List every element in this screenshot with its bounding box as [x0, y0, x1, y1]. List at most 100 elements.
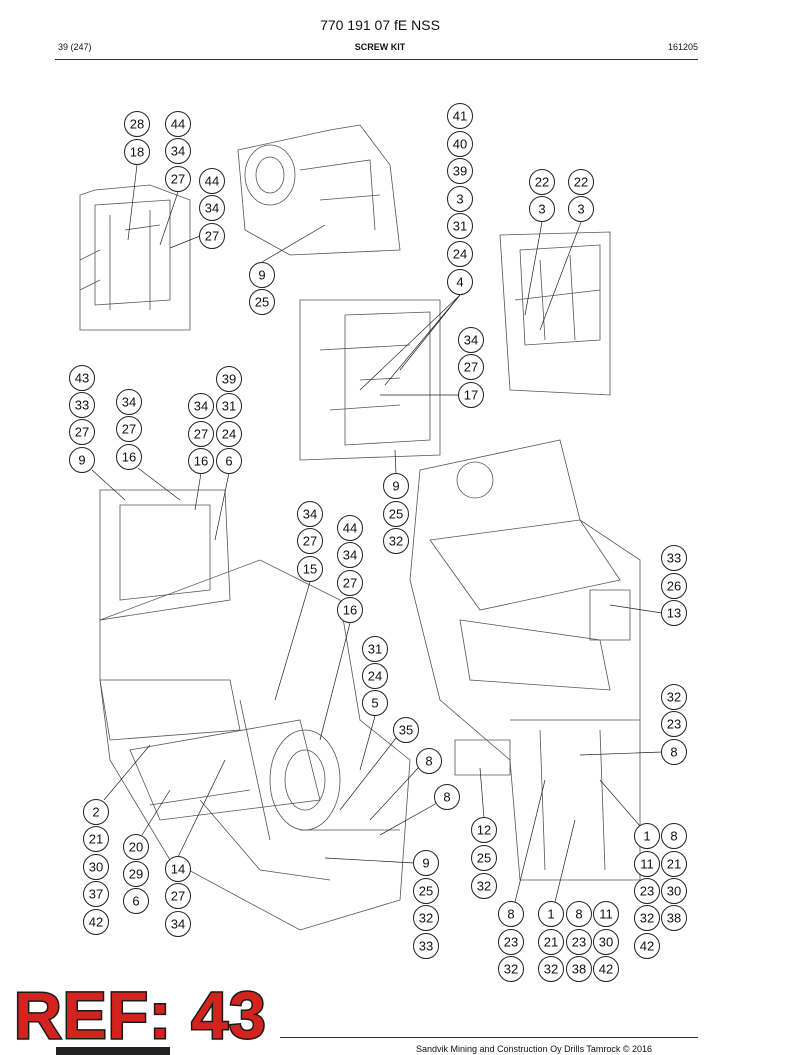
callout-40: 40: [447, 131, 473, 157]
callout-circle: [447, 186, 473, 212]
callout-32: 32: [538, 956, 564, 982]
callout-circle: [413, 850, 439, 876]
callout-label: 27: [464, 360, 478, 375]
callout-circle: [471, 817, 497, 843]
callout-38: 38: [566, 956, 592, 982]
assembly-top-center: [237, 124, 401, 256]
callout-8: 8: [566, 901, 592, 927]
callout-35: 35: [393, 717, 419, 743]
callout-circle: [593, 929, 619, 955]
callout-27: 27: [297, 528, 323, 554]
callout-label: 9: [258, 268, 265, 283]
callout-circle: [458, 327, 484, 353]
callout-label: 34: [171, 917, 185, 932]
callout-32: 32: [471, 873, 497, 899]
callout-label: 34: [122, 395, 136, 410]
callout-circle: [165, 911, 191, 937]
callout-circle: [661, 711, 687, 737]
callout-30: 30: [593, 929, 619, 955]
callout-circle: [69, 419, 95, 445]
callout-8: 8: [661, 739, 687, 765]
document-title: 770 191 07 fE NSS: [320, 17, 440, 33]
callout-label: 3: [577, 202, 584, 217]
callout-3: 3: [447, 186, 473, 212]
assembly-main-left: [99, 489, 411, 931]
callout-42: 42: [634, 933, 660, 959]
callout-circle: [116, 416, 142, 442]
callout-44: 44: [337, 515, 363, 541]
callout-circle: [634, 851, 660, 877]
callout-label: 23: [640, 884, 654, 899]
callout-label: 33: [75, 398, 89, 413]
callout-circle: [216, 366, 242, 392]
callout-label: 4: [456, 275, 463, 290]
callout-circle: [337, 515, 363, 541]
callout-circle: [566, 901, 592, 927]
callout-25: 25: [413, 878, 439, 904]
callout-25: 25: [383, 501, 409, 527]
callout-28: 28: [124, 111, 150, 137]
callout-label: 38: [572, 962, 586, 977]
callout-label: 42: [640, 939, 654, 954]
callout-label: 8: [670, 829, 677, 844]
callout-label: 34: [464, 333, 478, 348]
callout-label: 9: [422, 856, 429, 871]
callout-27: 27: [165, 883, 191, 909]
callout-24: 24: [216, 421, 242, 447]
callout-label: 30: [599, 935, 613, 950]
callout-8: 8: [498, 901, 524, 927]
assembly-mid-center: [299, 299, 441, 461]
callout-13: 13: [661, 600, 687, 626]
callout-32: 32: [413, 905, 439, 931]
callout-label: 6: [132, 894, 139, 909]
callout-label: 34: [194, 399, 208, 414]
callout-34: 34: [165, 138, 191, 164]
callout-label: 32: [640, 911, 654, 926]
callout-label: 18: [130, 145, 144, 160]
callout-14: 14: [165, 856, 191, 882]
callout-29: 29: [123, 861, 149, 887]
callout-6: 6: [216, 448, 242, 474]
callout-27: 27: [165, 166, 191, 192]
callout-15: 15: [297, 556, 323, 582]
callout-label: 33: [419, 939, 433, 954]
callout-circle: [538, 929, 564, 955]
leader-lines: [91, 164, 663, 903]
callout-label: 12: [477, 823, 491, 838]
callout-3: 3: [529, 196, 555, 222]
callout-9: 9: [249, 262, 275, 288]
callout-41: 41: [447, 103, 473, 129]
document-code: 161205: [667, 42, 698, 52]
callout-label: 22: [574, 175, 588, 190]
callout-circle: [661, 905, 687, 931]
callout-circle: [593, 901, 619, 927]
callout-circle: [383, 473, 409, 499]
callout-label: 24: [222, 427, 236, 442]
callout-23: 23: [566, 929, 592, 955]
callout-circle: [188, 393, 214, 419]
callout-label: 33: [667, 551, 681, 566]
callout-label: 32: [477, 879, 491, 894]
callout-3: 3: [568, 196, 594, 222]
callout-circle: [447, 213, 473, 239]
callout-16: 16: [188, 448, 214, 474]
callout-31: 31: [362, 636, 388, 662]
callout-circle: [634, 905, 660, 931]
callout-label: 21: [544, 935, 558, 950]
callout-32: 32: [634, 905, 660, 931]
callout-27: 27: [116, 416, 142, 442]
callout-circle: [566, 929, 592, 955]
callout-circle: [416, 748, 442, 774]
callout-circle: [337, 570, 363, 596]
callout-23: 23: [498, 929, 524, 955]
callout-circle: [362, 690, 388, 716]
callout-label: 31: [368, 642, 382, 657]
callout-circle: [123, 834, 149, 860]
callout-circle: [165, 883, 191, 909]
callout-8: 8: [661, 823, 687, 849]
callout-32: 32: [383, 528, 409, 554]
callout-label: 14: [171, 862, 185, 877]
callout-circle: [216, 393, 242, 419]
callout-34: 34: [116, 389, 142, 415]
